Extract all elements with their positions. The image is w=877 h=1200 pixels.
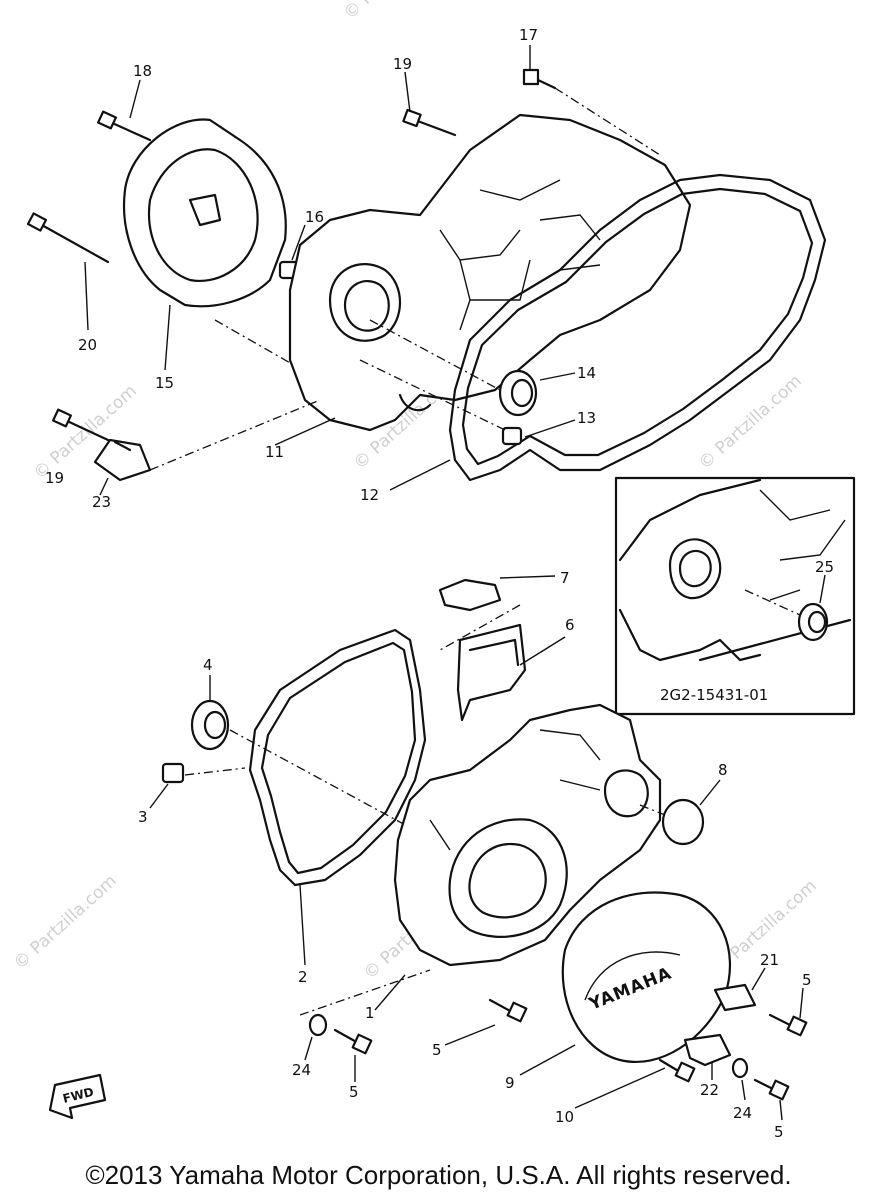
screw-5-bottom [753, 1078, 790, 1101]
watermark: © Partzilla.com [340, 0, 451, 24]
callout-18: 18 [133, 62, 152, 80]
callout-14: 14 [577, 364, 596, 382]
callout-9: 9 [505, 1074, 515, 1092]
oil-seal-14 [498, 369, 538, 417]
gasket-2 [248, 628, 427, 887]
bolt-19-top [402, 108, 457, 137]
fwd-arrow-icon: FWD [48, 1073, 107, 1120]
callout-11: 11 [265, 443, 284, 461]
callout-23: 23 [92, 493, 111, 511]
callout-16: 16 [305, 208, 324, 226]
callout-17: 17 [519, 26, 538, 44]
copyright-notice: ©2013 Yamaha Motor Corporation, U.S.A. A… [85, 1160, 792, 1190]
bolt-19-lower [52, 408, 110, 442]
callout-24-right: 24 [733, 1104, 752, 1122]
callout-5-left: 5 [349, 1083, 359, 1101]
bolt-17 [522, 68, 661, 156]
screw-10 [658, 1058, 696, 1083]
dowel-3 [161, 762, 185, 784]
callout-19: 19 [393, 55, 412, 73]
callout-5-right: 5 [802, 971, 812, 989]
generator-cover-9: YAMAHA [561, 891, 732, 1063]
callout-21: 21 [760, 951, 779, 969]
callout-20: 20 [78, 336, 97, 354]
callout-1: 1 [365, 1004, 375, 1022]
callout-2: 2 [298, 968, 308, 986]
callout-19-lower: 19 [45, 469, 64, 487]
bracket-23 [93, 438, 152, 482]
screw-5-left [333, 1028, 373, 1055]
crankcase-cover-11 [288, 113, 692, 432]
callout-5-bottom: 5 [774, 1123, 784, 1141]
callout-7: 7 [560, 569, 570, 587]
callout-22: 22 [700, 1081, 719, 1099]
gasket-12 [448, 173, 827, 482]
callout-labels: 18 19 17 16 20 15 14 13 11 19 23 12 7 6 … [45, 26, 834, 1141]
inset-part-code: 2G2-15431-01 [660, 686, 768, 704]
bolt-20 [26, 212, 110, 264]
clamp-22 [683, 1033, 732, 1067]
inset-detail: 2G2-15431-01 [614, 476, 856, 716]
crankcase-cover-1 [393, 703, 662, 967]
watermark: © Partzilla.com [10, 871, 121, 974]
callout-13: 13 [577, 409, 596, 427]
callout-3: 3 [138, 808, 148, 826]
bolt-18 [97, 110, 152, 142]
screw-5-right [768, 1013, 808, 1037]
plate-7 [438, 578, 502, 612]
washer-24-left [308, 1013, 328, 1037]
callout-4: 4 [203, 656, 213, 674]
cap-8 [661, 798, 705, 846]
callout-25: 25 [815, 558, 834, 576]
callout-8: 8 [718, 761, 728, 779]
screw-5-center [488, 998, 528, 1023]
callout-6: 6 [565, 616, 575, 634]
bracket-6 [456, 623, 527, 722]
oil-seal-4 [190, 699, 230, 751]
callout-5-center: 5 [432, 1041, 442, 1059]
clutch-cover-15 [123, 118, 321, 381]
washer-24-right [731, 1057, 749, 1079]
callout-12: 12 [360, 486, 379, 504]
clamp-21 [713, 983, 757, 1012]
callout-10: 10 [555, 1108, 574, 1126]
dowel-13 [501, 426, 523, 446]
callout-24-left: 24 [292, 1061, 311, 1079]
callout-15: 15 [155, 374, 174, 392]
